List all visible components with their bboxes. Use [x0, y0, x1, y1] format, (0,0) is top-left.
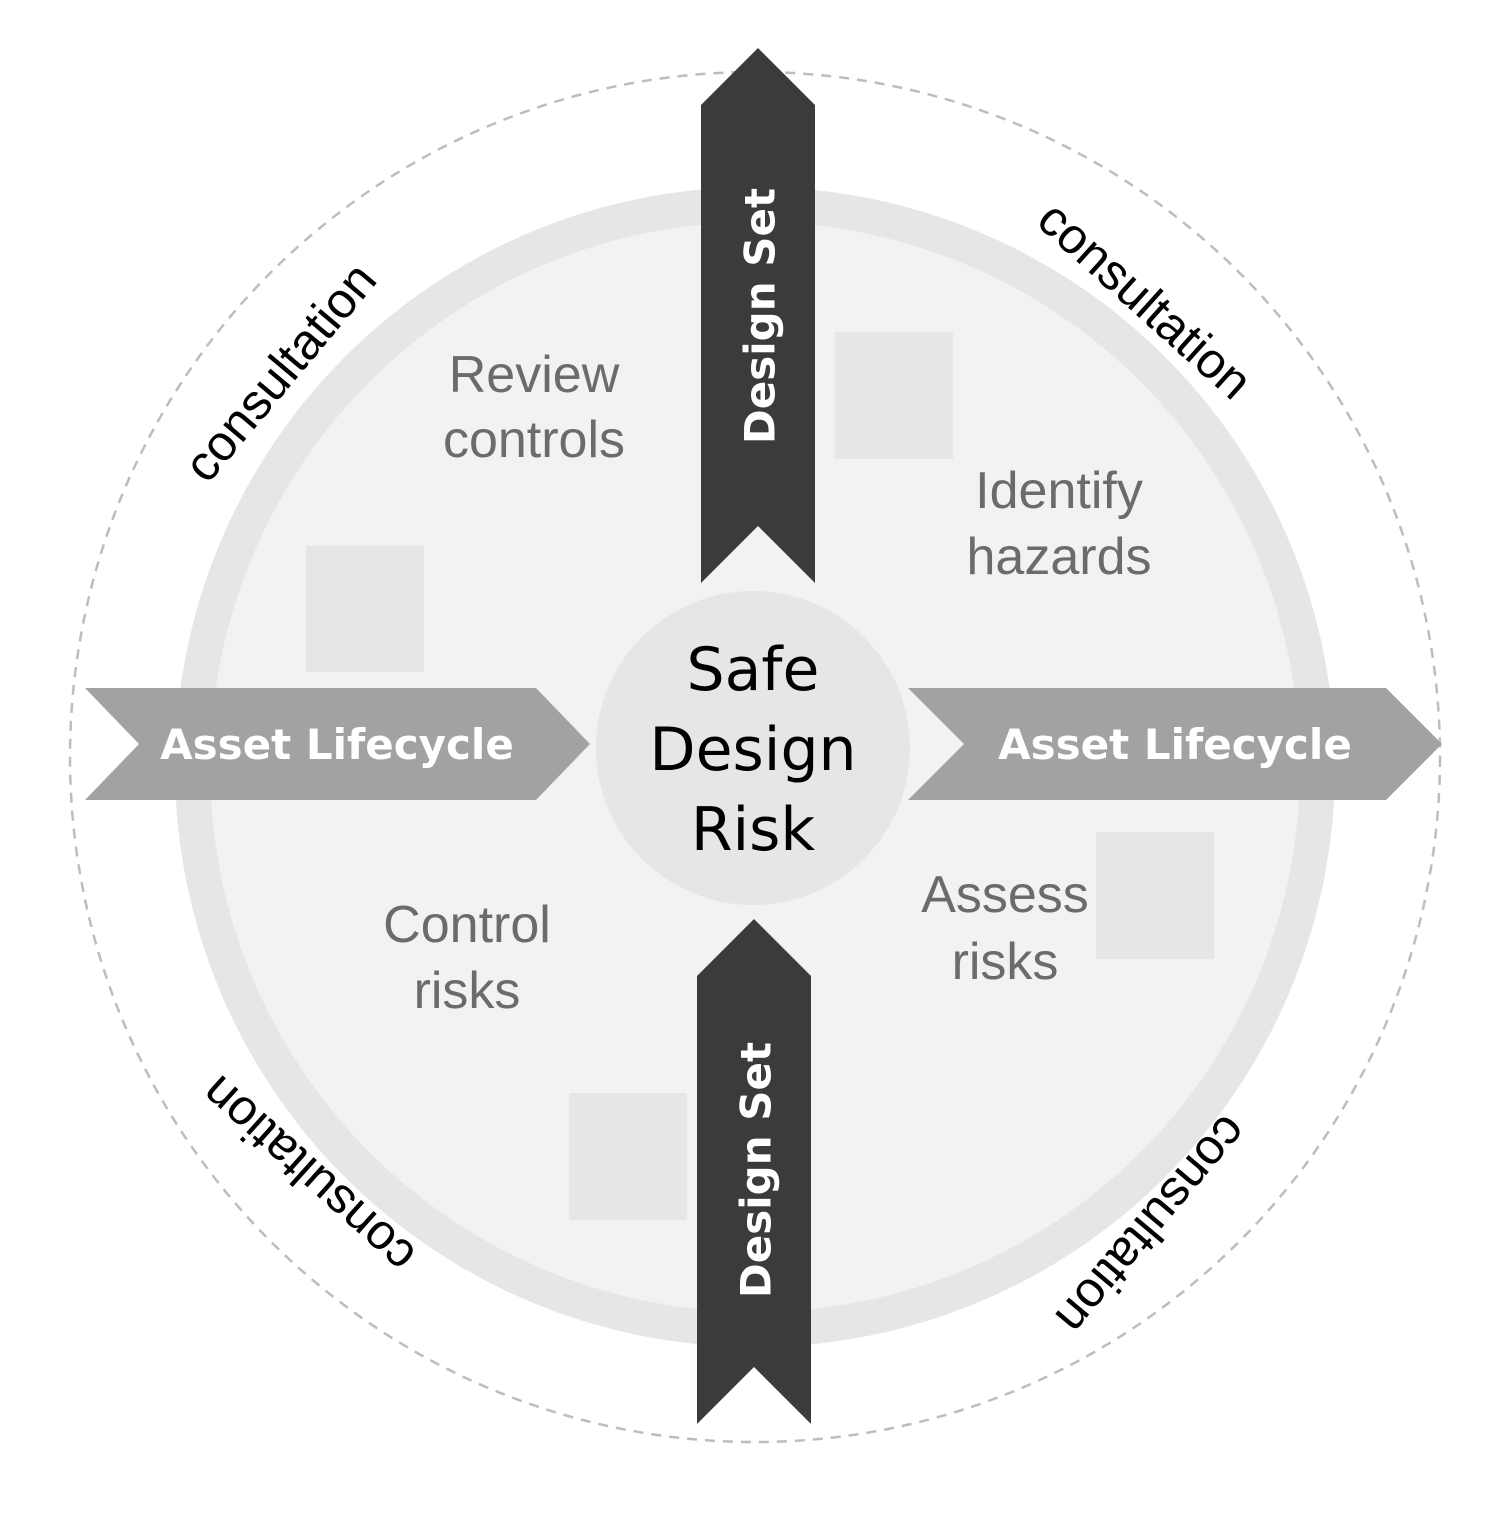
asset-lifecycle-arrow-left: [85, 688, 590, 800]
step-review-line-1: Review: [449, 346, 620, 404]
step-identify-line-1: Identify: [975, 462, 1143, 520]
center-title-line-3: Risk: [691, 795, 816, 865]
step-review-line-2: controls: [443, 411, 625, 469]
center-circle: [596, 591, 910, 905]
asset-lifecycle-arrow-right: [908, 688, 1442, 800]
center-title-line-1: Safe: [687, 635, 820, 705]
center-title-line-2: Design: [649, 715, 856, 785]
asset-lifecycle-label-right: Asset Lifecycle: [998, 720, 1352, 769]
asset-lifecycle-label-left: Asset Lifecycle: [160, 720, 514, 769]
design-set-label-bottom: Design Set: [732, 1042, 781, 1298]
placeholder-square-bottom: [569, 1093, 687, 1220]
step-control-line-1: Control: [383, 896, 551, 954]
step-identify-line-2: hazards: [967, 528, 1152, 586]
design-set-label-top: Design Set: [736, 188, 785, 444]
step-assess-line-2: risks: [952, 933, 1059, 991]
step-assess-line-1: Assess: [921, 866, 1089, 924]
step-control-line-2: risks: [414, 962, 521, 1020]
design-set-arrow-top: [701, 48, 815, 583]
placeholder-square-left: [306, 546, 424, 672]
design-set-arrow-bottom: [697, 919, 811, 1424]
placeholder-square-right: [1096, 832, 1214, 959]
placeholder-square-top-right: [835, 332, 953, 459]
